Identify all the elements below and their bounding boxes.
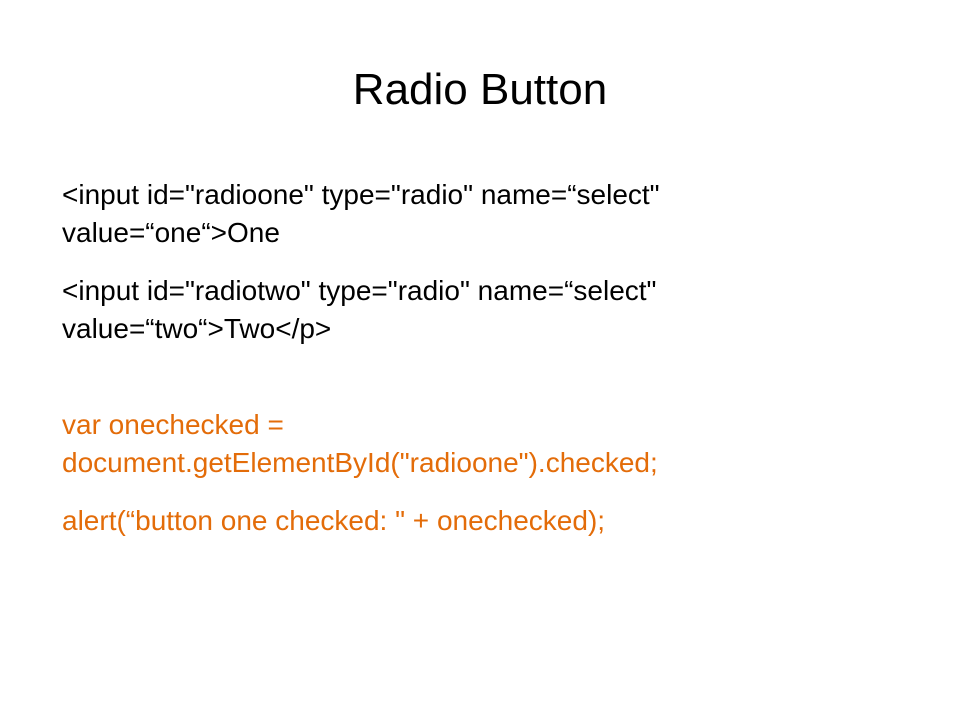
js-code-line-var-part1: var onechecked = xyxy=(62,409,284,440)
js-code-line-var-part2: document.getElementById("radioone").chec… xyxy=(62,447,658,478)
html-code-line-radiotwo: <input id="radiotwo" type="radio" name=“… xyxy=(62,272,942,348)
js-code-line-alert-part1: alert(“button one checked: " + onechecke… xyxy=(62,505,606,536)
html-code-line-radioone-part2: value=“one“>One xyxy=(62,217,280,248)
html-code-line-radiotwo-part2: value=“two“>Two</p> xyxy=(62,313,332,344)
js-code-line-var: var onechecked = document.getElementById… xyxy=(62,406,942,482)
html-code-line-radiotwo-part1: <input id="radiotwo" type="radio" name=“… xyxy=(62,275,657,306)
html-code-line-radioone-part1: <input id="radioone" type="radio" name=“… xyxy=(62,179,660,210)
slide-title: Radio Button xyxy=(352,65,608,114)
slide-body: <input id="radioone" type="radio" name=“… xyxy=(62,176,942,560)
js-code-line-alert: alert(“button one checked: " + onechecke… xyxy=(62,502,942,540)
blank-line xyxy=(62,368,942,406)
html-code-line-radioone: <input id="radioone" type="radio" name=“… xyxy=(62,176,942,252)
